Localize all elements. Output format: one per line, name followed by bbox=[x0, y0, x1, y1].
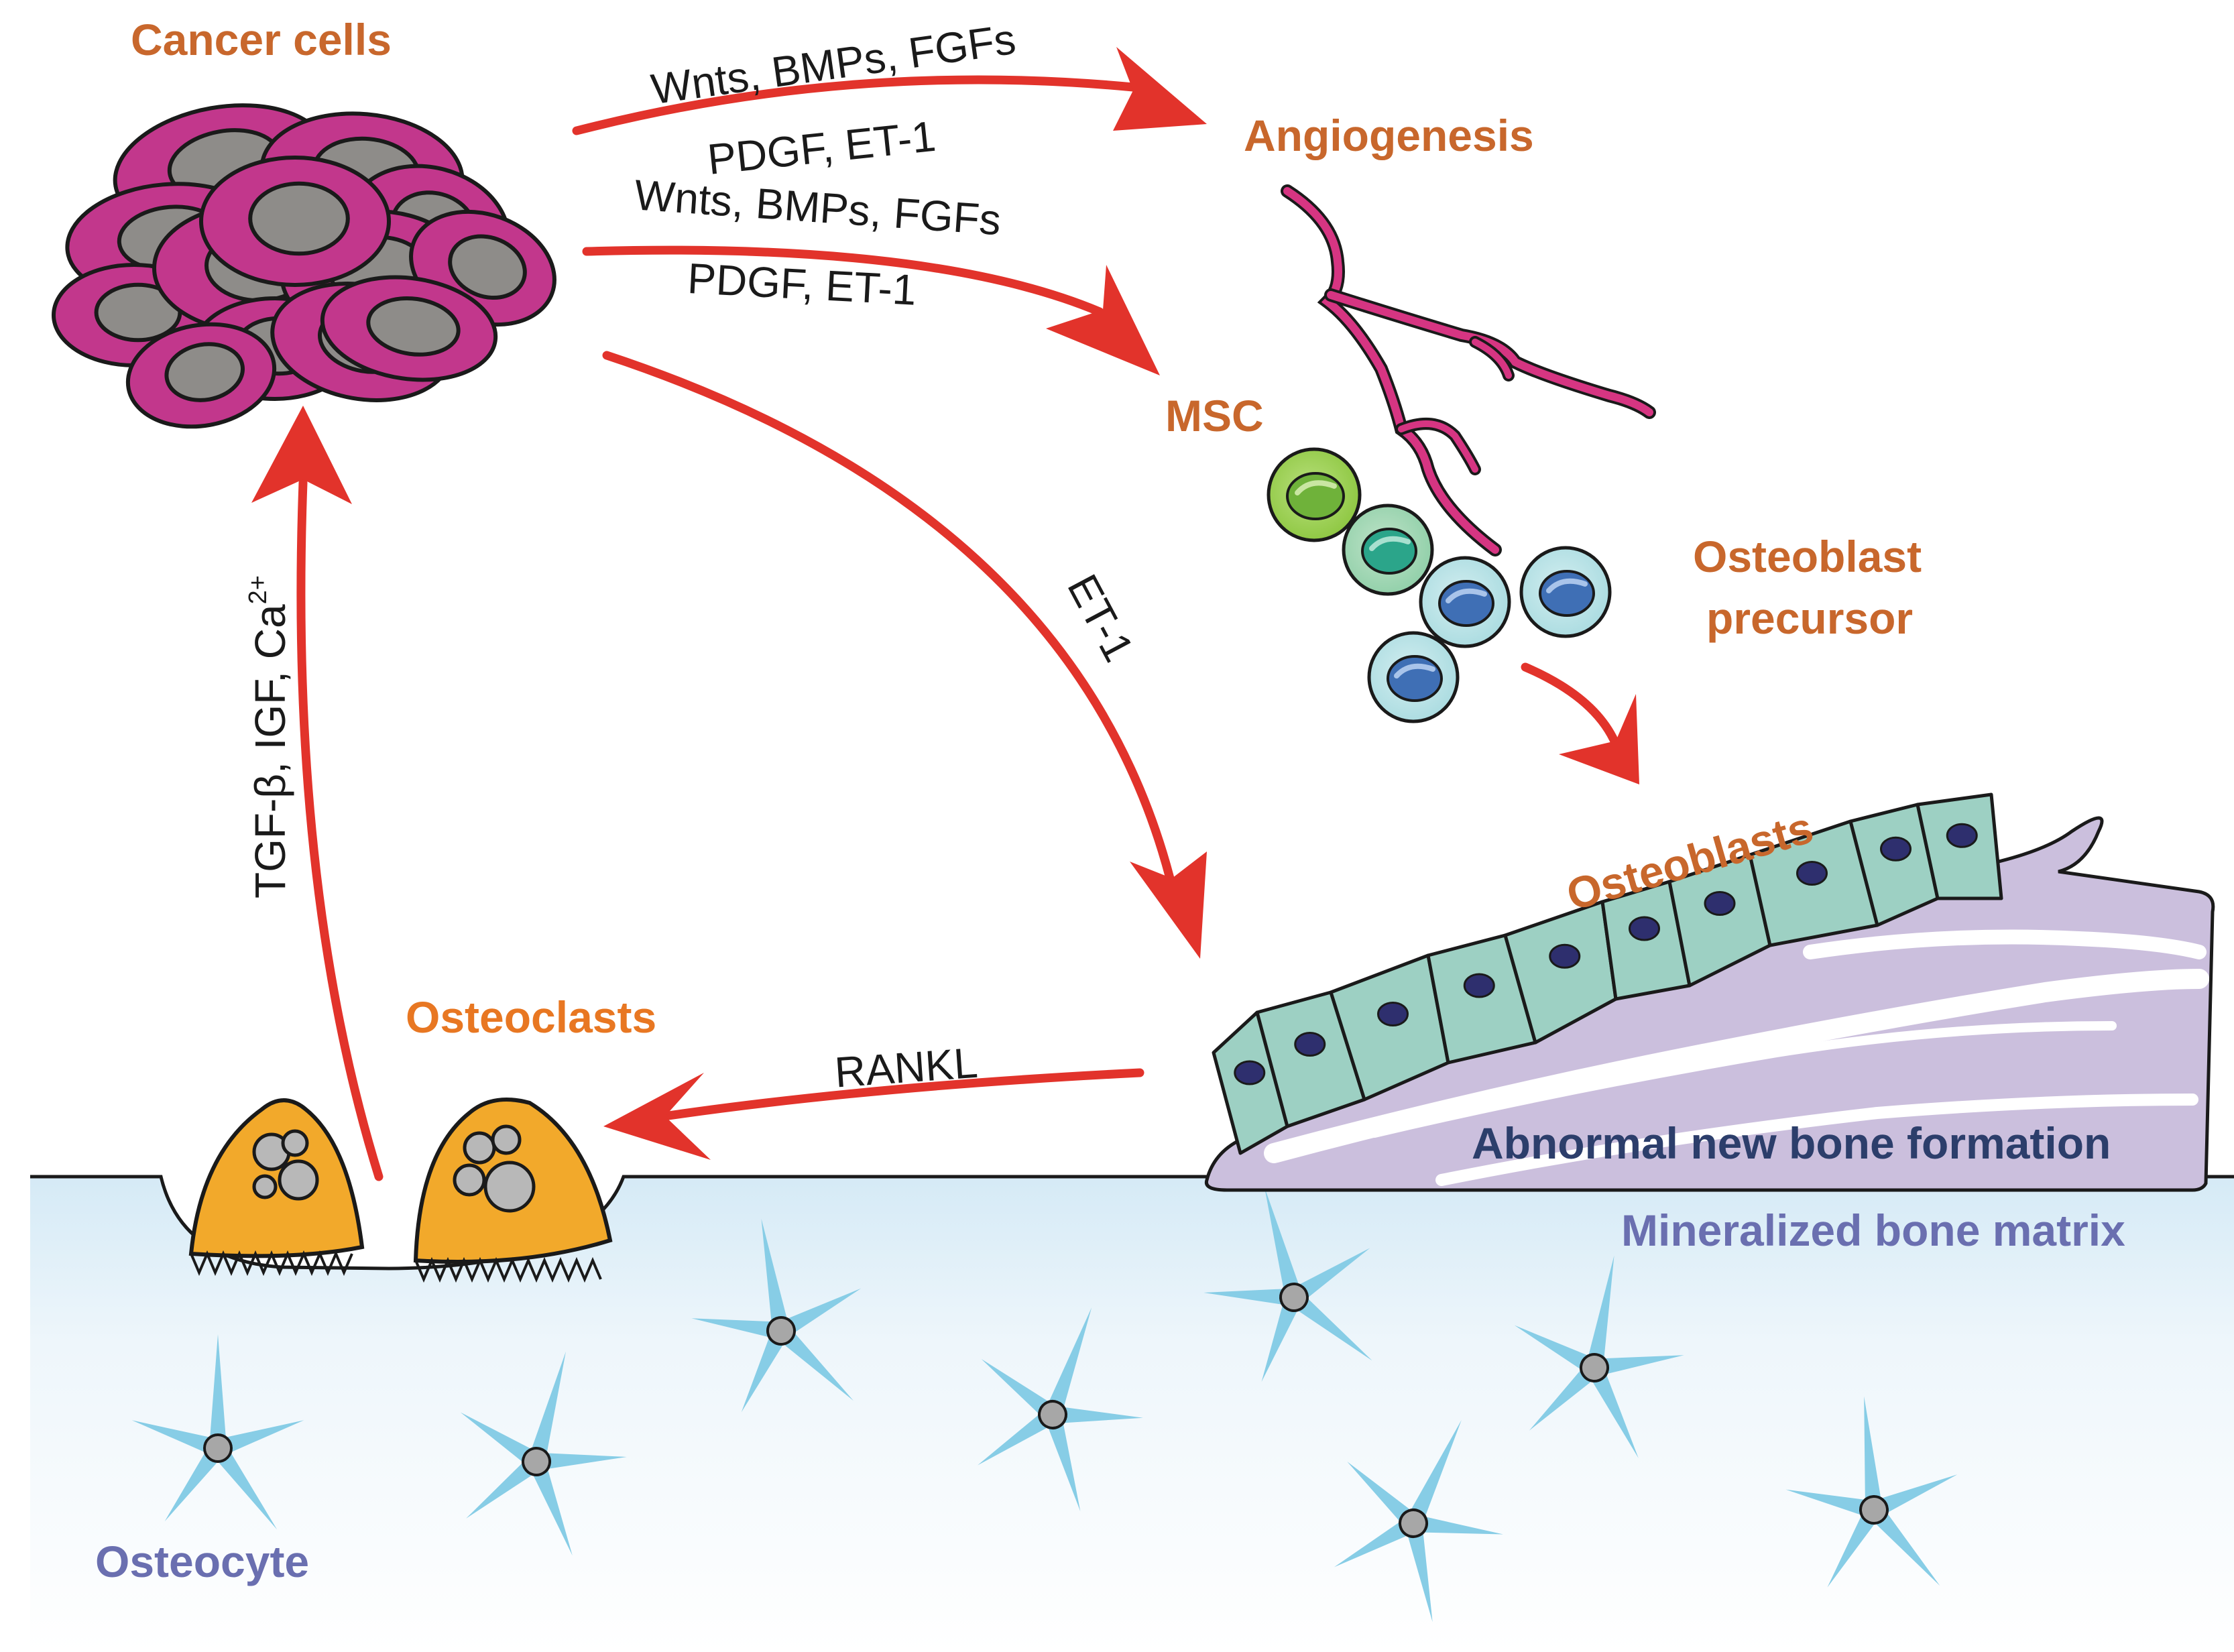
label-angiogenesis: Angiogenesis bbox=[1244, 111, 1534, 160]
osteocyte-cell bbox=[131, 1334, 304, 1530]
osteocyte-cell bbox=[460, 1351, 627, 1556]
precursor-cell-2 bbox=[1519, 546, 1612, 638]
signal-tgf-text: TGF-β, IGF, Ca bbox=[246, 604, 294, 898]
label-mineralized-matrix: Mineralized bone matrix bbox=[1621, 1205, 2125, 1255]
osteoblast-cell bbox=[1426, 933, 1537, 1065]
label-osteoclasts: Osteoclasts bbox=[406, 992, 656, 1042]
arrow-to-angiogenesis bbox=[572, 75, 1138, 135]
osteocyte-cell bbox=[1203, 1187, 1372, 1382]
osteoblast-precursor-cells bbox=[1367, 546, 1612, 723]
cancer-cell bbox=[320, 275, 498, 382]
precursor-cell-1 bbox=[1419, 556, 1511, 648]
osteoblast-cell bbox=[1916, 792, 2003, 900]
osteoblast-cell bbox=[1255, 990, 1366, 1128]
osteocyte-cell bbox=[978, 1307, 1143, 1512]
label-cancer-cells: Cancer cells bbox=[131, 15, 392, 64]
abnormal-new-bone bbox=[1204, 816, 2215, 1192]
signal-ca-superscript: 2+ bbox=[244, 575, 272, 604]
arrow-osteoclasts-to-cancer bbox=[296, 478, 384, 1181]
arrow-precursor-to-osteoblasts bbox=[1521, 662, 1621, 749]
blood-vessel bbox=[1281, 184, 1656, 556]
signal-rankl: RANKL bbox=[833, 1039, 980, 1097]
osteoclasts bbox=[188, 1098, 613, 1283]
arrow-rankl-to-osteoclasts bbox=[659, 1068, 1144, 1121]
cancer-cell bbox=[125, 322, 277, 429]
osteoblasts-row bbox=[1212, 792, 2003, 1155]
osteoclast-right bbox=[413, 1098, 613, 1283]
signal-tgf-igf-ca: TGF-β, IGF, Ca2+ bbox=[244, 575, 294, 898]
arrow-et1-to-osteoblasts bbox=[602, 351, 1175, 883]
osteocyte-cell bbox=[1514, 1255, 1684, 1458]
msc-cell-2 bbox=[1342, 504, 1434, 596]
signal-arrow1-top: Wnts, BMPs, FGFs bbox=[648, 15, 1018, 114]
msc-cell-1 bbox=[1267, 447, 1362, 542]
label-osteoblast-precursor-2: precursor bbox=[1706, 593, 1913, 643]
signal-arrow1-bottom: PDGF, ET-1 bbox=[705, 112, 938, 184]
arrow-to-msc bbox=[582, 245, 1104, 316]
cancer-cell bbox=[199, 156, 391, 287]
cancer-cells-cluster bbox=[52, 103, 556, 429]
osteocytes-group bbox=[131, 1187, 1958, 1622]
osteocyte-cell bbox=[1334, 1419, 1503, 1622]
osteocyte-cell bbox=[1785, 1396, 1958, 1588]
signal-et1: ET-1 bbox=[1058, 567, 1143, 669]
arrow-heads bbox=[251, 47, 1639, 1160]
label-osteocyte: Osteocyte bbox=[95, 1537, 309, 1586]
precursor-cell-3 bbox=[1367, 631, 1460, 723]
msc-cells bbox=[1267, 447, 1434, 596]
label-msc: MSC bbox=[1165, 391, 1264, 440]
signal-arrow2-bottom: PDGF, ET-1 bbox=[687, 254, 918, 314]
label-osteoblast-precursor-1: Osteoblast bbox=[1693, 532, 1922, 581]
signal-arrow2-top: Wnts, BMPs, FGFs bbox=[633, 170, 1002, 244]
osteoclast-left bbox=[188, 1098, 365, 1277]
label-abnormal-bone: Abnormal new bone formation bbox=[1472, 1118, 2111, 1168]
osteocyte-cell bbox=[691, 1218, 862, 1413]
signal-arrows bbox=[296, 75, 1621, 1181]
